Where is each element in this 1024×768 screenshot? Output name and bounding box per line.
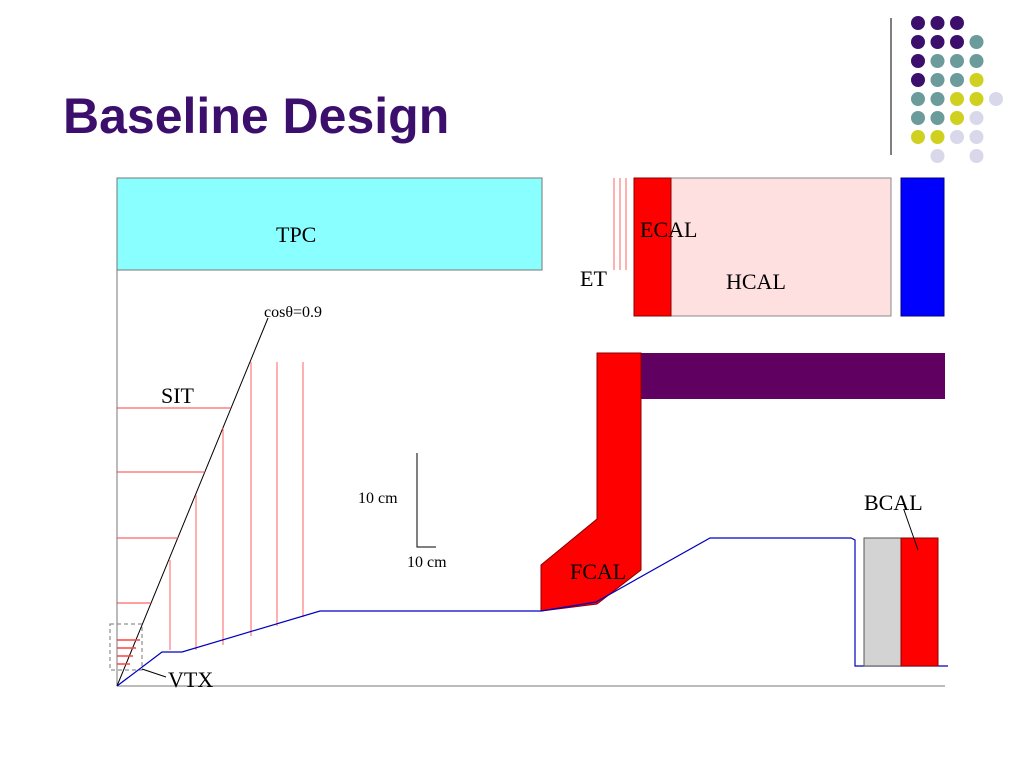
decorative-dots xyxy=(911,16,1003,163)
vtx-region-box xyxy=(109,623,143,671)
ecal-label: ECAL xyxy=(640,217,697,242)
decorative-dot xyxy=(911,35,925,49)
decorative-dot xyxy=(950,73,964,87)
decorative-dot xyxy=(950,35,964,49)
decorative-dot xyxy=(930,16,945,30)
decorative-dot xyxy=(950,111,964,125)
et-label: ET xyxy=(580,266,607,291)
decorative-dot xyxy=(911,111,925,125)
hcal-label: HCAL xyxy=(726,269,786,294)
decorative-dot xyxy=(969,111,984,125)
cos-theta-line xyxy=(116,317,269,687)
decorative-dot xyxy=(950,54,964,68)
vtx-layers xyxy=(117,639,140,665)
slide-title: Baseline Design xyxy=(63,88,450,144)
bcal-block xyxy=(900,537,939,667)
decorative-dot xyxy=(911,92,925,106)
beampipe-profile xyxy=(116,537,948,687)
et-layers xyxy=(613,178,627,270)
decorative-dot xyxy=(930,73,945,87)
decorative-dot xyxy=(911,16,925,30)
decorative-dot xyxy=(969,130,984,144)
hcal-block xyxy=(633,177,892,317)
decorative-dot xyxy=(969,35,984,49)
decorative-dot xyxy=(930,35,945,49)
decorative-dot xyxy=(911,73,925,87)
decorative-dot xyxy=(911,54,925,68)
fcal-block xyxy=(540,352,642,612)
scale-bar xyxy=(416,453,436,548)
bcal-label: BCAL xyxy=(864,490,923,515)
decorative-dot xyxy=(930,130,945,144)
cos-theta-label: cosθ=0.9 xyxy=(264,304,322,321)
decorative-dot xyxy=(969,54,984,68)
decorative-dot xyxy=(930,92,945,106)
decorative-dot xyxy=(930,54,945,68)
decorative-dot xyxy=(950,16,964,30)
sit-vertical-layers xyxy=(169,362,304,650)
decorative-dot xyxy=(911,130,925,144)
fcal-label: FCAL xyxy=(570,559,626,584)
vtx-label: VTX xyxy=(168,667,213,692)
decorative-dot xyxy=(969,149,984,163)
decorative-dot xyxy=(969,92,984,106)
decorative-dot xyxy=(989,92,1003,106)
bcal-shield-block xyxy=(863,537,902,667)
ecal-block xyxy=(633,177,672,317)
decorative-dot xyxy=(930,111,945,125)
decorative-dot xyxy=(969,73,984,87)
scale-horizontal-label: 10 cm xyxy=(407,554,447,571)
sit-horizontal-layers xyxy=(117,407,231,604)
tpc-label: TPC xyxy=(276,222,316,247)
scale-vertical-label: 10 cm xyxy=(358,490,398,507)
tpc-block xyxy=(116,177,543,271)
sit-label: SIT xyxy=(161,383,195,408)
yoke-block xyxy=(641,353,945,399)
decorative-dot xyxy=(950,130,964,144)
vtx-pointer-line xyxy=(141,668,167,678)
decorative-dot xyxy=(950,92,964,106)
decorative-dot xyxy=(930,149,945,163)
muon-block xyxy=(900,177,945,317)
bcal-pointer-line xyxy=(903,509,919,551)
